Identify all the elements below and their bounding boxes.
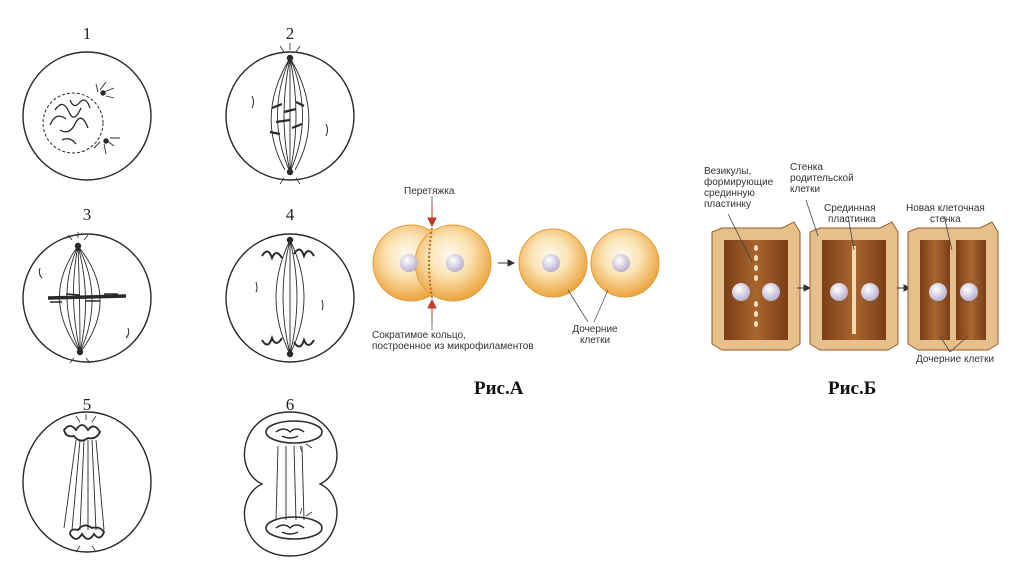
fig-b-vesicles-label-line2: формирующие bbox=[704, 177, 774, 188]
fig-a-daughter-cells bbox=[518, 228, 660, 298]
fig-b-middle-plate-label-line1: Срединная bbox=[824, 203, 876, 214]
fig-b-vesicles-label-line1: Везикулы, bbox=[704, 166, 752, 177]
fig-b-cell-middle-plate bbox=[809, 221, 899, 351]
mitosis-stage-2 bbox=[225, 43, 355, 185]
stage-number-2: 2 bbox=[285, 24, 295, 43]
fig-a-dividing-cell bbox=[372, 224, 492, 302]
stage-number-3: 3 bbox=[82, 205, 92, 224]
fig-b-middle-plate-label-line2: пластинка bbox=[828, 214, 876, 225]
mitosis-stage-6 bbox=[243, 411, 338, 557]
fig-b-leader-lines bbox=[727, 199, 969, 353]
fig-a-daughter-leader-lines bbox=[567, 289, 609, 323]
stage-number-6: 6 bbox=[285, 395, 295, 414]
fig-b-daughter-label: Дочерние клетки bbox=[916, 354, 995, 365]
stage-number-1: 1 bbox=[82, 24, 92, 43]
mitosis-stage-1 bbox=[22, 51, 152, 181]
fig-b-parent-wall-label-line2: родительской bbox=[790, 173, 854, 184]
fig-a-daughter-label-line2: клетки bbox=[579, 335, 611, 346]
mitosis-stage-3 bbox=[22, 232, 152, 364]
stage-number-5: 5 bbox=[82, 395, 92, 414]
fig-b-caption: Рис.Б bbox=[828, 378, 877, 399]
mitosis-stage-4 bbox=[225, 233, 355, 363]
fig-b-vesicles-label-line4: пластинку bbox=[704, 199, 751, 210]
fig-b-new-wall-label-line2: стенка bbox=[930, 214, 961, 225]
fig-b-new-wall-label-line1: Новая клеточная bbox=[906, 203, 985, 214]
fig-b-parent-wall-label-line1: Стенка bbox=[790, 162, 823, 173]
fig-a-daughter-label-line1: Дочерние bbox=[572, 324, 618, 335]
fig-b-parent-wall-label-line3: клетки bbox=[790, 184, 821, 195]
fig-b-arrow-1 bbox=[797, 284, 812, 292]
mitosis-stage-5 bbox=[22, 411, 152, 553]
fig-b-arrow-2 bbox=[897, 284, 912, 292]
fig-a-constriction-label: Перетяжка bbox=[404, 186, 455, 197]
stage-number-4: 4 bbox=[285, 205, 295, 224]
fig-b-vesicles-label-line3: срединную bbox=[704, 188, 755, 199]
fig-a-ring-label-line2: построенное из микрофиламентов bbox=[372, 341, 534, 352]
fig-b-cell-new-wall bbox=[907, 221, 999, 351]
fig-a-arrow bbox=[498, 259, 516, 267]
fig-a-caption: Рис.А bbox=[474, 378, 524, 399]
fig-b-cell-vesicles bbox=[711, 221, 801, 351]
fig-a-ring-label-line1: Сократимое кольцо, bbox=[372, 330, 466, 341]
